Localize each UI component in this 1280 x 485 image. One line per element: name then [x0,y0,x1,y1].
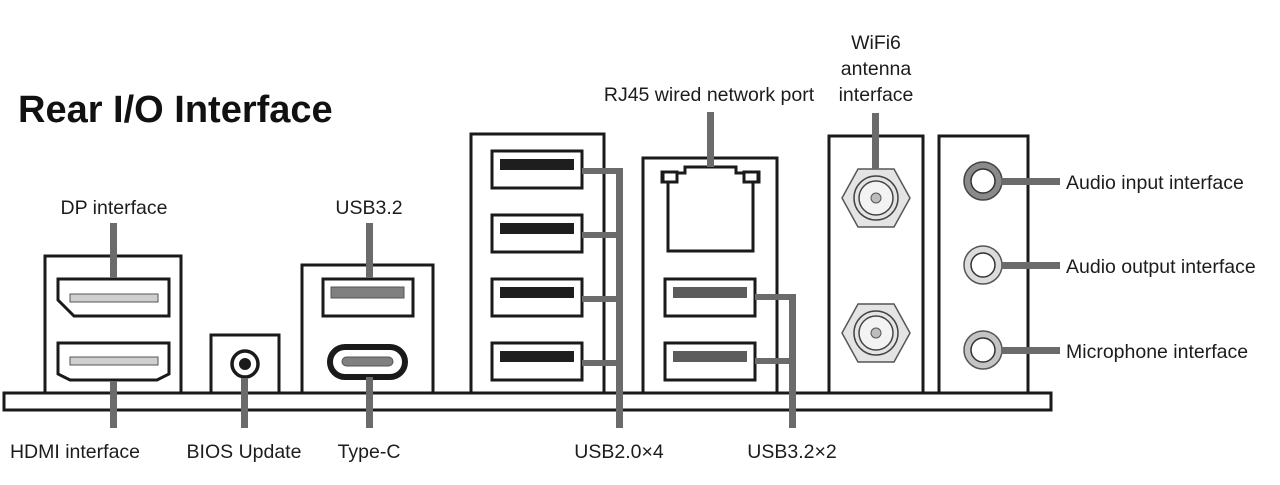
wifi-label-line2: antenna [841,58,912,80]
wifi-antenna-connector-1 [841,168,911,228]
usb32-label: USB3.2 [335,197,402,219]
audio-output-leader-line [1001,262,1060,269]
wifi-label-line3: interface [839,84,914,106]
rj45-leader-line [707,112,714,167]
hdmi-label: HDMI interface [10,441,140,463]
usb20-port-3 [490,277,584,318]
usb20-port-4 [490,341,584,382]
rj45-label: RJ45 wired network port [604,84,815,106]
rj45-led-right [742,170,760,184]
display-port-block [43,254,183,395]
usb32x2-label: USB3.2×2 [747,441,836,463]
bios-button-center [239,358,251,370]
usb20-label: USB2.0×4 [574,441,664,463]
rj45-usb32-block [641,156,779,395]
wifi-label-line1: WiFi6 [851,32,901,54]
wifi-block [827,134,925,395]
microphone-label: Microphone interface [1066,341,1248,363]
audio-input-leader-line [1001,178,1060,185]
typec-leader-line [366,377,373,428]
audio-input-label: Audio input interface [1066,172,1244,194]
dp-leader-line [110,223,117,278]
usb20-block [469,132,606,395]
hdmi-port-slot [69,356,159,366]
typec-port-slot [341,356,394,367]
wifi-leader-line [872,113,879,169]
bios-leader-line [241,378,248,428]
io-shield-base [2,391,1053,412]
usb32-port-1 [663,277,757,318]
diagram-title: Rear I/O Interface [18,89,333,131]
audio-block [937,134,1030,395]
usb20-port-1 [490,149,584,190]
usb20-port-2 [490,213,584,254]
audio-output-label: Audio output interface [1066,256,1256,278]
usb32-leader-line [366,223,373,278]
usb32x2-leader-lines [755,294,796,428]
usb20-leader-lines [582,168,623,428]
usb32-port-slot [330,286,405,299]
usb-typec-block [300,263,435,395]
microphone-leader-line [1001,347,1060,354]
dp-port-slot [69,293,159,303]
rj45-led-left [661,170,679,184]
usb32-port-2 [663,341,757,382]
hdmi-leader-line [110,381,117,428]
dp-label: DP interface [61,197,168,219]
typec-label: Type-C [338,441,401,463]
audio-input-jack [963,161,1003,201]
bios-label: BIOS Update [187,441,302,463]
audio-output-jack [963,245,1003,285]
wifi-antenna-connector-2 [841,303,911,363]
microphone-jack [963,330,1003,370]
